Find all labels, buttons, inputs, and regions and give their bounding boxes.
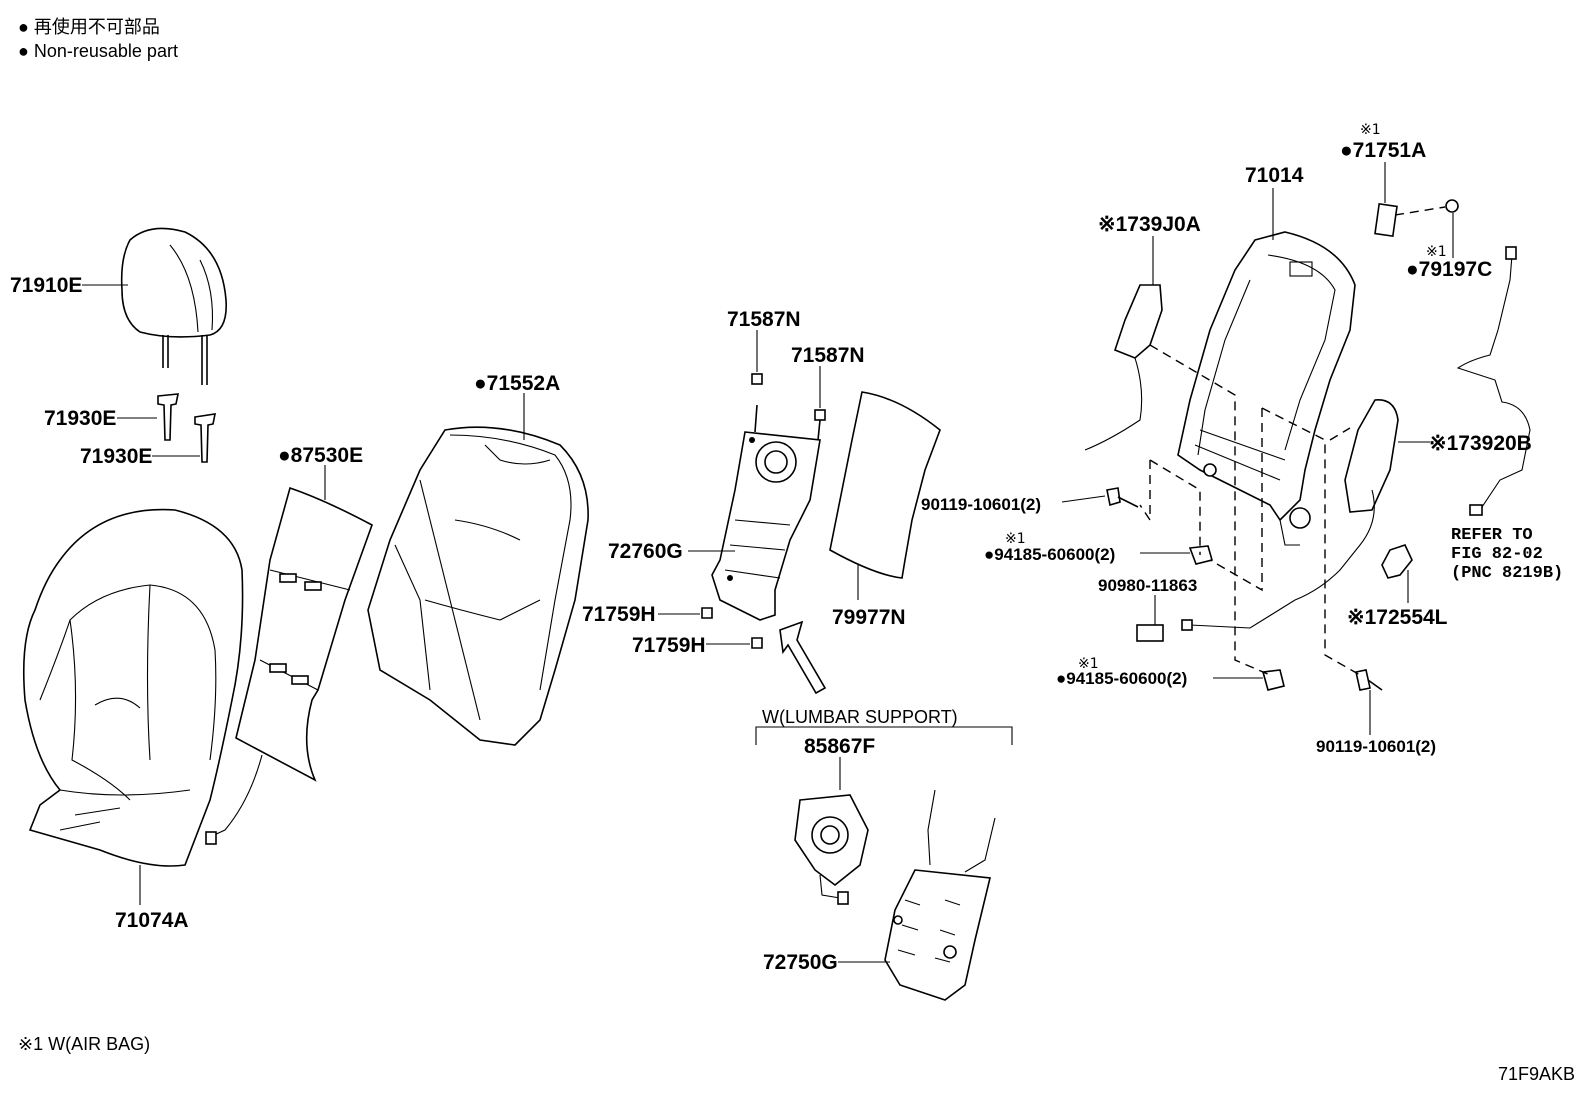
airbag-right-illustration [1181, 399, 1399, 631]
headrest-guide-illustration [157, 393, 217, 463]
refer-line3: (PNC 8219B) [1451, 564, 1563, 583]
part-71587N-left: 71587N [727, 308, 801, 331]
part-94185-60600-lower: ●94185-60600(2) [1056, 669, 1187, 688]
part-71587N-right: 71587N [791, 344, 865, 367]
part-71759H-lower: 71759H [632, 634, 706, 657]
part-79977N: 79977N [832, 606, 906, 629]
seatback-pad-illustration [367, 426, 589, 746]
lumbar-motor-illustration [794, 794, 869, 905]
part-87530E: ●87530E [278, 444, 363, 467]
part-94185-60600-upper: ●94185-60600(2) [984, 545, 1115, 564]
seatback-frame-illustration [1177, 231, 1356, 546]
bolt-lower-icon [1355, 669, 1383, 691]
footnote-airbag: ※1 W(AIR BAG) [18, 1034, 150, 1054]
figure-code: 71F9AKB [1498, 1064, 1575, 1084]
sensor-71751A-illustration [1374, 199, 1459, 238]
legend-non-reusable: ● Non-reusable part [18, 41, 178, 61]
part-72554L: ※172554L [1347, 606, 1448, 629]
part-71751A: ●71751A [1340, 139, 1426, 162]
part-72760G: 72760G [608, 540, 683, 563]
nut-upper-icon [1188, 545, 1213, 565]
airbag-left-illustration [1084, 284, 1163, 451]
part-90119-10601-upper: 90119-10601(2) [921, 495, 1041, 514]
sensor-72554L-illustration [1381, 544, 1413, 579]
connector-90980-icon [1136, 624, 1164, 642]
view-arrow-icon [779, 620, 827, 695]
airbag-mark-79197C: ※1 [1426, 244, 1447, 260]
part-7391OA: ※1739J0A [1098, 213, 1201, 236]
seatback-cover-illustration [22, 508, 244, 867]
lumbar-support-group-label: W(LUMBAR SUPPORT) [762, 707, 958, 727]
seatback-heater-pad-illustration [205, 486, 373, 845]
part-85867F: 85867F [804, 735, 875, 758]
refer-line1: REFER TO [1451, 526, 1533, 545]
part-71930E-lower: 71930E [80, 445, 152, 468]
lumbar-plate-illustration [884, 789, 996, 1001]
attachment-dash-lines [1139, 344, 1361, 676]
airbag-mark-71751A: ※1 [1360, 122, 1381, 138]
bolt-upper-icon [1106, 487, 1139, 508]
part-79197C: ●79197C [1406, 258, 1492, 281]
lumbar-assembly-illustration [701, 373, 826, 649]
wire-harness-illustration [1456, 246, 1531, 516]
part-71930E-upper: 71930E [44, 407, 116, 430]
part-90980-11863: 90980-11863 [1098, 576, 1197, 595]
headrest-illustration [120, 227, 227, 385]
airbag-mark-94185-upper: ※1 [1005, 531, 1026, 547]
refer-line2: FIG 82-02 [1451, 545, 1543, 564]
part-71074A: 71074A [115, 909, 189, 932]
part-90119-10601-lower: 90119-10601(2) [1316, 737, 1436, 756]
part-71552A: ●71552A [474, 372, 560, 395]
part-71014: 71014 [1245, 164, 1304, 187]
nut-lower-icon [1261, 669, 1285, 691]
seatback-mat-illustration [829, 391, 941, 579]
airbag-mark-94185-lower: ※1 [1078, 656, 1099, 672]
legend-japanese: ● 再使用不可部品 [18, 17, 160, 37]
part-71759H-upper: 71759H [582, 603, 656, 626]
part-73920B: ※173920B [1429, 432, 1532, 455]
part-72750G: 72750G [763, 951, 838, 974]
part-71910E: 71910E [10, 274, 82, 297]
